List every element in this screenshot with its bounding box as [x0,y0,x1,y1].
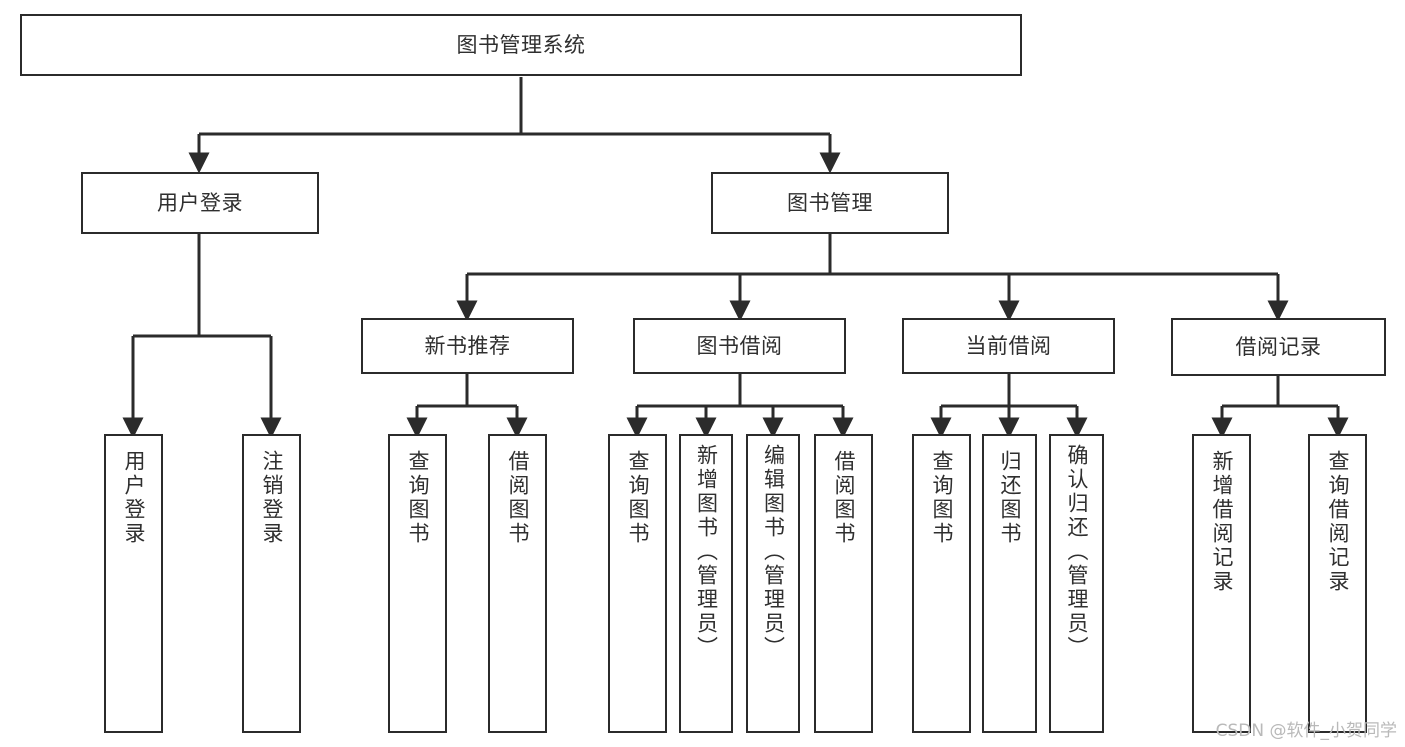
node-label: 新书推荐 [424,333,511,358]
node-label: 新增借阅记录 [1210,450,1234,594]
node-label: 借阅图书 [832,450,856,546]
node-label: 查询图书 [406,450,430,546]
node-leaf-user-login-signout[interactable]: 注销登录 [242,434,301,733]
node-label: 确认归还（管理员） [1065,444,1089,660]
node-label: 当前借阅 [965,333,1052,358]
node-label: 新增图书（管理员） [694,444,719,660]
node-label: 查询图书 [626,450,650,546]
node-leaf-borrow-query-book[interactable]: 查询图书 [608,434,667,733]
node-leaf-borrow-borrow-book[interactable]: 借阅图书 [814,434,873,733]
node-leaf-record-query[interactable]: 查询借阅记录 [1308,434,1367,733]
node-label: 归还图书 [998,450,1022,546]
node-leaf-current-confirm-return-admin[interactable]: 确认归还（管理员） [1049,434,1104,733]
node-leaf-current-query-book[interactable]: 查询图书 [912,434,971,733]
node-leaf-new-book-borrow[interactable]: 借阅图书 [488,434,547,733]
node-user-login[interactable]: 用户登录 [81,172,319,234]
node-label: 图书借阅 [696,333,783,358]
node-borrow-record[interactable]: 借阅记录 [1171,318,1386,376]
node-label: 注销登录 [260,450,284,546]
node-book-management[interactable]: 图书管理 [711,172,949,234]
node-current-borrow[interactable]: 当前借阅 [902,318,1115,374]
node-label: 借阅图书 [506,450,530,546]
node-leaf-new-book-query[interactable]: 查询图书 [388,434,447,733]
node-label: 图书管理系统 [456,32,586,57]
node-leaf-borrow-edit-book-admin[interactable]: 编辑图书（管理员） [746,434,800,733]
node-label: 用户登录 [157,190,243,215]
node-label: 查询图书 [930,450,954,546]
node-leaf-user-login-signin[interactable]: 用户登录 [104,434,163,733]
watermark: CSDN @软件_小贺同学 [1215,721,1397,741]
node-leaf-borrow-add-book-admin[interactable]: 新增图书（管理员） [679,434,733,733]
node-leaf-record-add[interactable]: 新增借阅记录 [1192,434,1251,733]
node-leaf-current-return-book[interactable]: 归还图书 [982,434,1037,733]
node-label: 借阅记录 [1235,334,1322,359]
node-label: 用户登录 [122,450,146,546]
node-root-system[interactable]: 图书管理系统 [20,14,1022,76]
node-label: 查询借阅记录 [1326,450,1350,594]
node-label: 图书管理 [787,190,873,215]
node-new-book-recommend[interactable]: 新书推荐 [361,318,574,374]
node-label: 编辑图书（管理员） [761,444,786,660]
node-book-borrow[interactable]: 图书借阅 [633,318,846,374]
